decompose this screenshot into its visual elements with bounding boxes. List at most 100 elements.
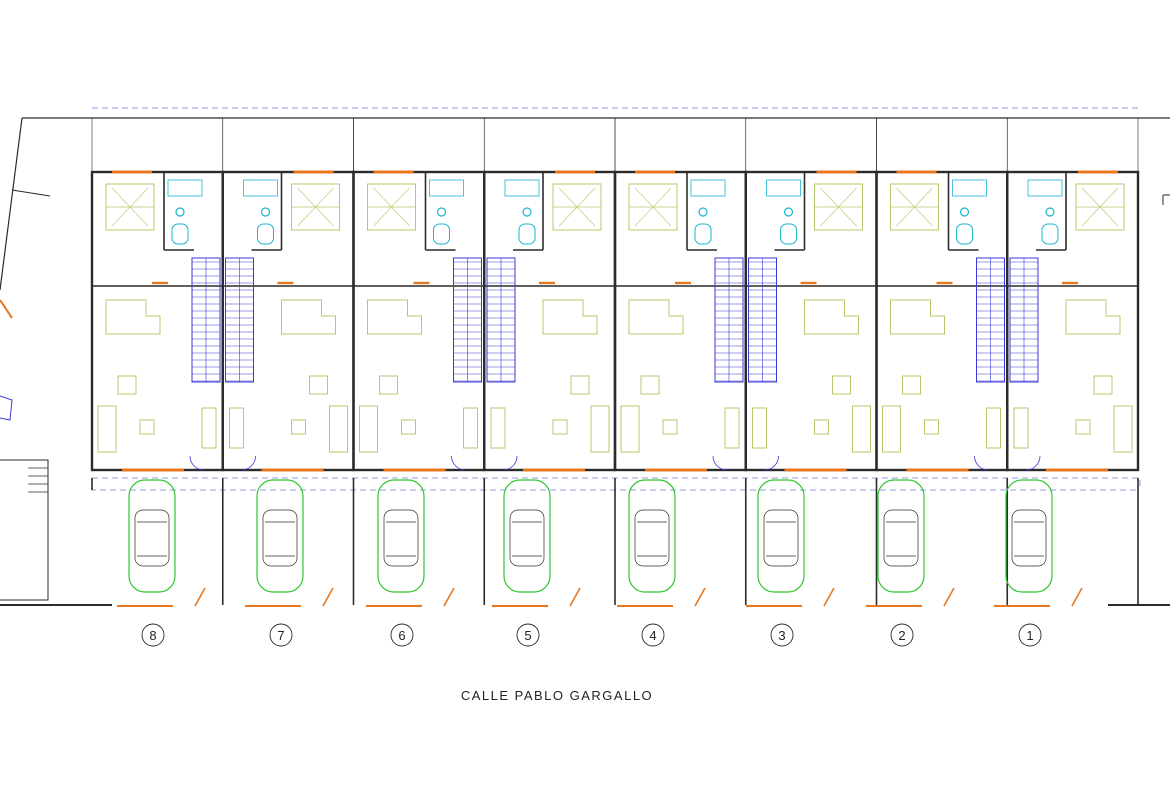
exterior-wall	[90, 170, 224, 472]
gate-leaf	[322, 587, 334, 607]
armchair	[379, 375, 398, 395]
parked-car	[128, 479, 176, 593]
armchair	[570, 375, 590, 395]
parked-car	[1005, 479, 1053, 593]
gate-leaf	[943, 587, 955, 607]
shower	[257, 223, 274, 245]
unit-number-4: 4	[641, 623, 665, 647]
entry-door-swing	[764, 455, 779, 471]
coffee-table	[552, 419, 568, 435]
rear-patio	[483, 117, 616, 173]
unit-number-circle	[269, 623, 293, 647]
entry-door-swing	[502, 455, 518, 471]
entry-door-swing	[451, 455, 466, 471]
side-cabinet	[463, 407, 478, 449]
side-cabinet	[229, 407, 244, 449]
shower	[518, 223, 536, 245]
exterior-wall	[613, 170, 747, 472]
gate-leaf	[569, 587, 581, 607]
unit-6	[352, 117, 486, 607]
neighbour-window	[0, 299, 13, 319]
bed-detail	[634, 187, 672, 227]
toilet	[698, 207, 708, 217]
toilet	[1045, 207, 1055, 217]
unit-number-text: 6	[398, 628, 405, 643]
unit-number-text: 3	[778, 628, 785, 643]
car-cabin	[134, 509, 170, 567]
unit-number-circle	[141, 623, 165, 647]
rear-patio	[222, 117, 354, 173]
gate-leaf	[194, 587, 206, 607]
kitchen-counter	[890, 299, 945, 335]
car-cabin	[262, 509, 298, 567]
bed-detail	[896, 187, 933, 227]
gate-leaf	[443, 587, 455, 607]
armchair	[902, 375, 921, 395]
shower	[1041, 223, 1059, 245]
car-body	[377, 479, 425, 593]
kitchen-counter	[804, 299, 859, 335]
unit-number-text: 2	[898, 628, 905, 643]
toilet	[175, 207, 185, 217]
unit-number-5: 5	[516, 623, 540, 647]
unit-number-text: 1	[1026, 628, 1033, 643]
unit-number-circle	[770, 623, 794, 647]
parked-car	[757, 479, 805, 593]
entry-door-swing	[189, 455, 205, 471]
unit-1	[994, 117, 1140, 607]
unit-number-circle	[1018, 623, 1042, 647]
car-cabin	[1011, 509, 1047, 567]
shower	[956, 223, 973, 245]
shower	[433, 223, 450, 245]
unit-number-6: 6	[390, 623, 414, 647]
side-cabinet	[1013, 407, 1029, 449]
entry-door-swing	[712, 455, 728, 471]
car-cabin	[509, 509, 545, 567]
bed-detail	[820, 187, 857, 227]
toilet	[959, 207, 970, 217]
neighbour-building	[0, 459, 49, 601]
unit-5	[483, 117, 617, 607]
bed-detail	[373, 187, 410, 227]
armchair	[1093, 375, 1113, 395]
unit-4	[613, 117, 747, 607]
parked-car	[377, 479, 425, 593]
toilet	[436, 207, 447, 217]
entry-door-swing	[974, 455, 989, 471]
gate-leaf	[823, 587, 835, 607]
row-houses	[90, 117, 1140, 607]
kitchen-counter	[367, 299, 422, 335]
side-boundary-line	[0, 117, 23, 291]
kitchen-counter	[1065, 299, 1121, 335]
vanity	[243, 179, 278, 197]
exterior-wall	[744, 170, 878, 472]
unit-number-circle	[890, 623, 914, 647]
car-body	[757, 479, 805, 593]
car-body	[1005, 479, 1053, 593]
exterior-wall	[483, 170, 617, 472]
side-cabinet	[986, 407, 1001, 449]
unit-number-circle	[516, 623, 540, 647]
armchair	[117, 375, 137, 395]
coffee-table	[401, 419, 416, 435]
neighbour-line	[11, 189, 51, 197]
sofa	[882, 405, 901, 453]
entry-door-swing	[1025, 455, 1041, 471]
coffee-table	[291, 419, 306, 435]
kitchen-counter	[281, 299, 336, 335]
coffee-table	[814, 419, 829, 435]
unit-number-2: 2	[890, 623, 914, 647]
vanity	[690, 179, 726, 197]
coffee-table	[139, 419, 155, 435]
street-label: CALLE PABLO GARGALLO	[461, 688, 653, 703]
sofa	[359, 405, 378, 453]
armchair	[309, 375, 328, 395]
shower	[171, 223, 189, 245]
unit-number-text: 4	[649, 628, 656, 643]
side-cabinet	[201, 407, 217, 449]
sofa	[590, 405, 610, 453]
exterior-wall	[221, 170, 355, 472]
sofa	[97, 405, 117, 453]
